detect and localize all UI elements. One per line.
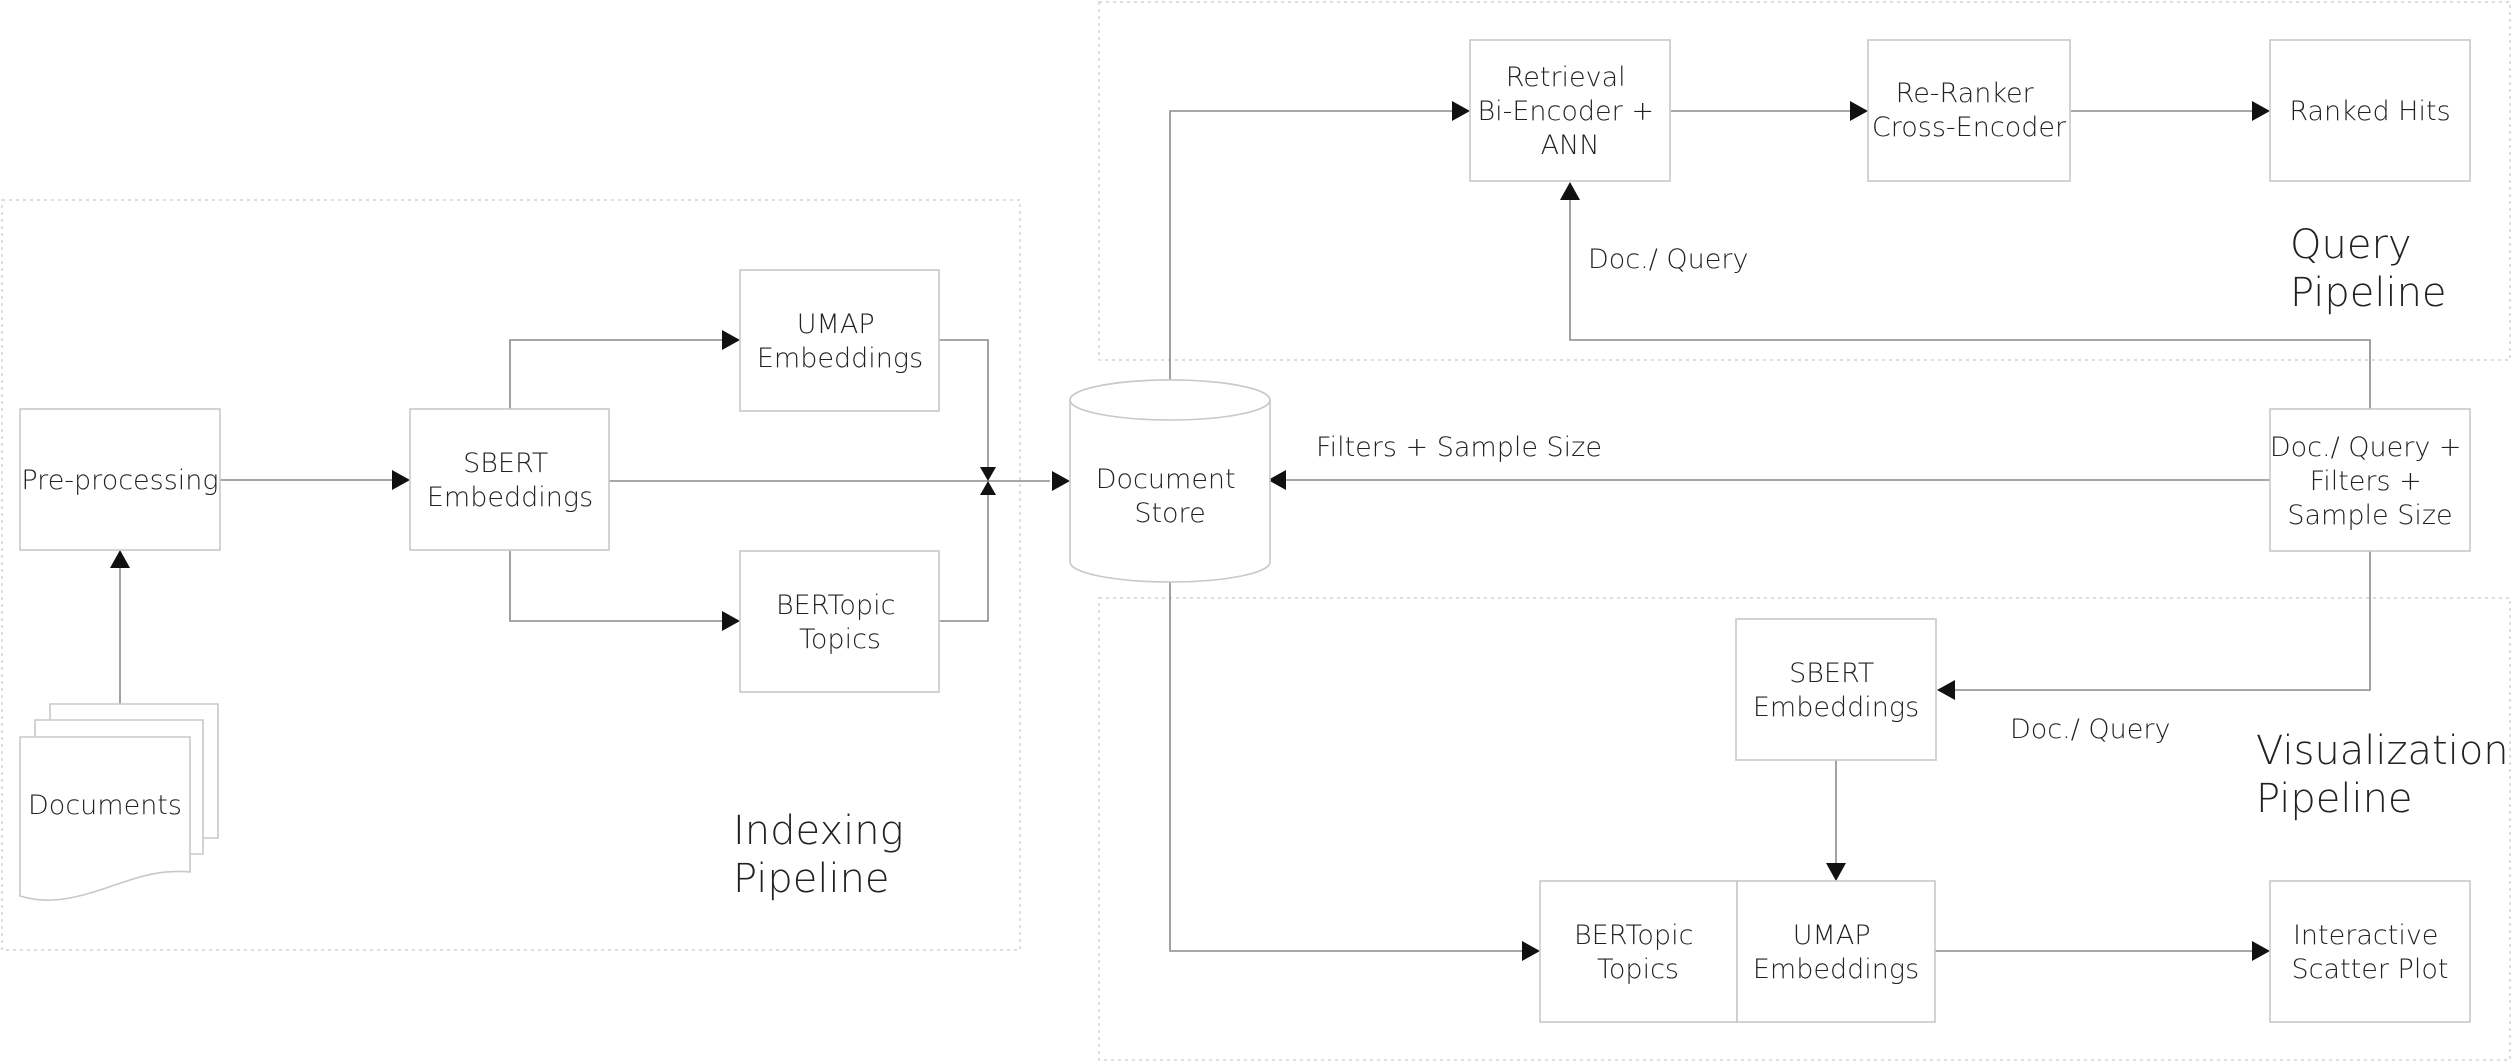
node-label: UMAP bbox=[797, 309, 875, 340]
edge-sbert-bertopic bbox=[509, 551, 722, 622]
node-label: Store bbox=[1134, 498, 1205, 529]
node-label: Cross-Encoder bbox=[1872, 112, 2067, 143]
node-label: Interactive bbox=[2293, 920, 2438, 951]
query-pipeline-title: Query Pipeline bbox=[2290, 222, 2447, 316]
node-label: Sample Size bbox=[2287, 500, 2452, 531]
edge-query-retrieval bbox=[1569, 199, 2371, 409]
arrowhead bbox=[2252, 101, 2270, 121]
arrowhead bbox=[980, 481, 996, 495]
node-label: Documents bbox=[28, 790, 182, 821]
node-label: Re-Ranker bbox=[1896, 78, 2035, 109]
query-input-node: Doc./ Query + Filters + Sample Size bbox=[2269, 408, 2471, 552]
preprocessing-node: Pre-processing bbox=[19, 408, 221, 551]
pipeline-title-line: Pipeline bbox=[2290, 270, 2447, 316]
arrowhead bbox=[1850, 101, 1868, 121]
pipeline-title-line: Pipeline bbox=[733, 856, 890, 902]
bertopic-topics-index-node: BERTopic Topics bbox=[739, 550, 940, 693]
node-label: Scatter Plot bbox=[2292, 954, 2449, 985]
edge-umap-merge bbox=[939, 339, 989, 468]
edge-store-bertopic-vis bbox=[1169, 582, 1522, 952]
node-label: Filters + bbox=[2310, 466, 2422, 497]
indexing-pipeline-region bbox=[1, 199, 1021, 951]
umap-embeddings-index-node: UMAP Embeddings bbox=[739, 269, 940, 412]
svg-text:Re-Ranker Cross-Encoder: Re-Ranker Cross-Encoder bbox=[1872, 78, 2067, 143]
node-label: BERTopic bbox=[1574, 920, 1693, 951]
pipeline-title-line: Indexing bbox=[733, 808, 904, 854]
arrowhead bbox=[722, 330, 740, 350]
arrowhead bbox=[1937, 680, 1955, 700]
node-label: Embeddings bbox=[1753, 692, 1919, 723]
document-store-node: Document Store bbox=[1069, 379, 1271, 583]
pipeline-title-line: Visualization bbox=[2256, 728, 2509, 774]
visualization-pipeline-title: Visualization Pipeline bbox=[2256, 728, 2512, 822]
arrowhead bbox=[392, 470, 410, 490]
svg-text:Document Store: Document Store bbox=[1096, 464, 1244, 529]
node-label: Doc./ Query + bbox=[2270, 432, 2462, 463]
node-label: SBERT bbox=[463, 448, 548, 479]
node-label: Embeddings bbox=[757, 343, 923, 374]
arrowhead bbox=[110, 550, 130, 568]
node-label: Retrieval bbox=[1506, 62, 1626, 93]
edge-store-retrieval bbox=[1169, 110, 1452, 380]
retrieval-node: Retrieval Bi-Encoder + ANN bbox=[1469, 39, 1671, 182]
query-pipeline-region bbox=[1098, 1, 2511, 361]
visualization-pipeline-region bbox=[1098, 597, 2511, 1061]
edge-query-sbert-vis bbox=[1955, 551, 2371, 691]
arrowhead bbox=[1560, 182, 1580, 200]
node-label: Topics bbox=[1597, 954, 1679, 985]
ranked-hits-node: Ranked Hits bbox=[2269, 39, 2471, 182]
arrowhead bbox=[1452, 101, 1470, 121]
arrowhead bbox=[2252, 941, 2270, 961]
edge-label-doc-query: Doc./ Query bbox=[1588, 244, 1748, 275]
svg-text:UMAP Embeddings: UMAP Embeddings bbox=[757, 309, 923, 374]
node-label: ANN bbox=[1541, 130, 1600, 161]
svg-text:SBERT Embeddings: SBERT Embeddings bbox=[1753, 658, 1919, 723]
node-label: Embeddings bbox=[427, 482, 593, 513]
edge-bertopic-merge bbox=[939, 494, 989, 622]
svg-text:Interactive Scatter Plot: Interactive Scatter Plot bbox=[2292, 920, 2449, 985]
pipeline-title-line: Query bbox=[2290, 222, 2412, 268]
sbert-embeddings-index-node: SBERT Embeddings bbox=[409, 408, 610, 551]
node-label: Ranked Hits bbox=[2289, 96, 2450, 127]
scatter-plot-node: Interactive Scatter Plot bbox=[2269, 880, 2471, 1023]
arrowhead bbox=[1268, 470, 1286, 490]
pipeline-title-line: Pipeline bbox=[2256, 776, 2413, 822]
edge-label-doc-query: Doc./ Query bbox=[2010, 714, 2170, 745]
arrowhead bbox=[1826, 863, 1846, 881]
umap-embeddings-vis-node: UMAP Embeddings bbox=[1736, 880, 1936, 1023]
svg-text:BERTopic Topics: BERTopic Topics bbox=[776, 590, 904, 655]
arrowhead bbox=[1522, 941, 1540, 961]
node-label: SBERT bbox=[1789, 658, 1874, 689]
svg-text:BERTopic Topics: BERTopic Topics bbox=[1574, 920, 1702, 985]
arrowhead bbox=[722, 611, 740, 631]
indexing-pipeline-title: Indexing Pipeline bbox=[733, 808, 916, 902]
sbert-embeddings-vis-node: SBERT Embeddings bbox=[1735, 618, 1937, 761]
svg-text:Ranked Hits: Ranked Hits bbox=[2289, 96, 2450, 127]
node-label: Embeddings bbox=[1753, 954, 1919, 985]
node-label: Bi-Encoder + bbox=[1477, 96, 1654, 127]
node-label: Document bbox=[1096, 464, 1236, 495]
arrowhead bbox=[980, 467, 996, 481]
svg-text:Pre-processing: Pre-processing bbox=[21, 465, 218, 496]
node-label: Pre-processing bbox=[21, 465, 218, 496]
documents-node: Documents bbox=[19, 703, 219, 901]
node-label: BERTopic bbox=[776, 590, 895, 621]
svg-text:SBERT Embeddings: SBERT Embeddings bbox=[427, 448, 593, 513]
edge-label-filters-sample: Filters + Sample Size bbox=[1316, 432, 1602, 463]
svg-text:Retrieval Bi-Encoder +: Retrieval Bi-Encoder + ANN bbox=[1477, 62, 1662, 161]
edge-sbert-umap bbox=[509, 339, 722, 409]
reranker-node: Re-Ranker Cross-Encoder bbox=[1867, 39, 2071, 182]
bertopic-topics-vis-node: BERTopic Topics bbox=[1539, 880, 1738, 1023]
arrowhead bbox=[1052, 471, 1070, 491]
node-label: UMAP bbox=[1793, 920, 1871, 951]
svg-text:UMAP Embeddings: UMAP Embeddings bbox=[1753, 920, 1919, 985]
svg-text:Doc./ Query + Filters +: Doc./ Query + Filters + Sample Size bbox=[2270, 432, 2470, 531]
svg-text:Documents: Documents bbox=[28, 790, 182, 821]
node-label: Topics bbox=[799, 624, 881, 655]
